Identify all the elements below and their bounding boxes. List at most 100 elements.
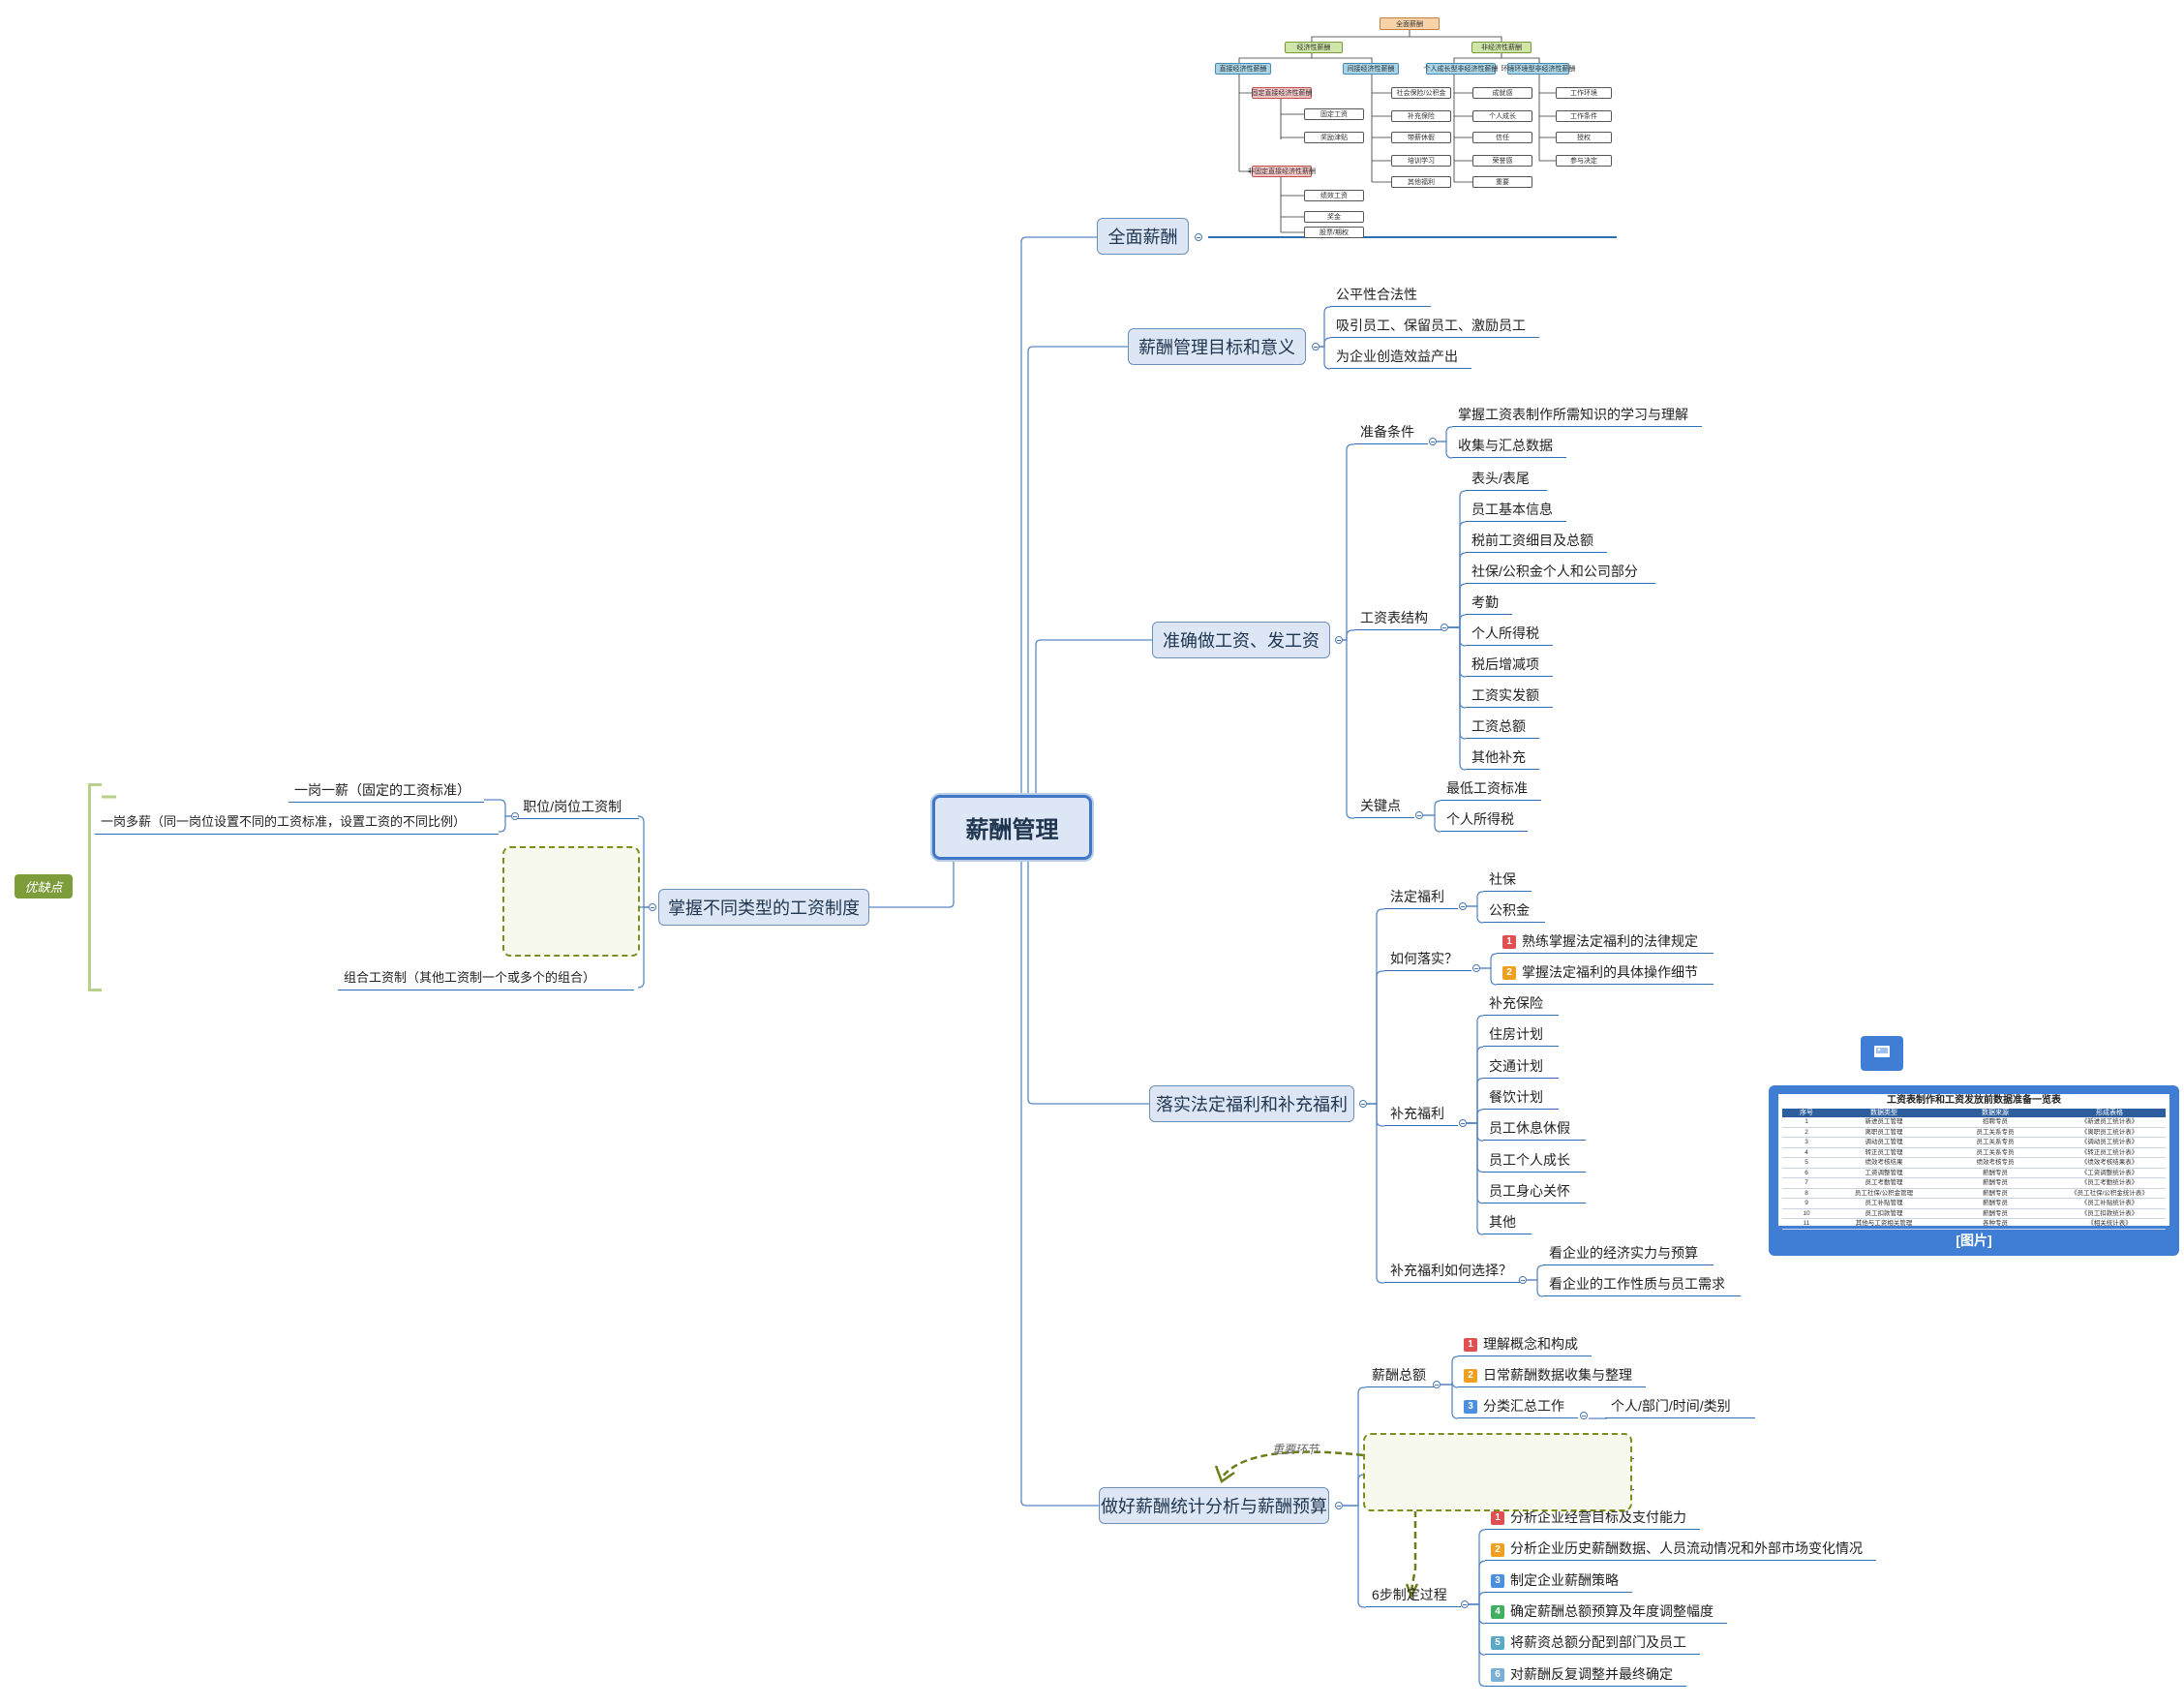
choose-item-0[interactable]: 看企业的经济实力与预算 xyxy=(1549,1245,1698,1261)
types-post-underline xyxy=(517,818,639,819)
org-direct-5: 奖金 xyxy=(1304,211,1364,223)
topic-goals-collapse-icon[interactable] xyxy=(1312,343,1320,350)
payroll-prep[interactable]: 准备条件 xyxy=(1360,424,1414,440)
structure-item-6[interactable]: 税后增减项 xyxy=(1471,656,1539,672)
supp-item-3[interactable]: 餐饮计划 xyxy=(1489,1088,1543,1105)
payroll-structure[interactable]: 工资表结构 xyxy=(1360,610,1428,625)
payroll-prep-underline xyxy=(1354,443,1428,444)
arrow-head-left xyxy=(1214,1465,1235,1483)
types-combo[interactable]: 组合工资制（其他工资制一个或多个的组合） xyxy=(344,970,596,985)
topic-welfare[interactable]: 落实法定福利和补充福利 xyxy=(1149,1085,1354,1122)
structure-item-8[interactable]: 工资总额 xyxy=(1471,718,1526,734)
key-item-1[interactable]: 个人所得税 xyxy=(1446,811,1514,827)
supp-item-2[interactable]: 交通计划 xyxy=(1489,1057,1543,1074)
structure-item-1[interactable]: 员工基本信息 xyxy=(1471,502,1553,517)
topic-total-collapse-icon[interactable] xyxy=(1195,233,1202,241)
payroll-key-collapse-icon[interactable] xyxy=(1415,811,1423,819)
attachment-cell: 其他与工资相关管理 xyxy=(1855,1220,1913,1227)
topic-stats-collapse-icon[interactable] xyxy=(1335,1502,1343,1509)
attachment-cell: 《绩效考核结果表》 xyxy=(2080,1159,2138,1166)
supp-item-0[interactable]: 补充保险 xyxy=(1489,995,1543,1011)
stats-steps-collapse-icon[interactable] xyxy=(1461,1600,1469,1608)
prep-item-1[interactable]: 收集与汇总数据 xyxy=(1458,438,1553,453)
supp-item-1[interactable]: 住房计划 xyxy=(1489,1026,1543,1043)
stats-total-collapse-icon[interactable] xyxy=(1433,1381,1441,1388)
topic-wage-types[interactable]: 掌握不同类型的工资制度 xyxy=(658,889,869,926)
structure-item-9[interactable]: 其他补充 xyxy=(1471,749,1526,765)
structure-item-7[interactable]: 工资实发额 xyxy=(1471,687,1539,703)
post-item-1[interactable]: 一岗多薪（同一岗位设置不同的工资标准，设置工资的不同比例） xyxy=(101,814,467,829)
topic-total-compensation[interactable]: 全面薪酬 xyxy=(1097,218,1189,255)
structure-item-4[interactable]: 考勤 xyxy=(1471,594,1499,610)
attachment-cell: 《员工补贴统计表》 xyxy=(2080,1200,2138,1206)
wage-types-group-box xyxy=(502,846,640,957)
supp-item-6[interactable]: 员工身心关怀 xyxy=(1489,1182,1570,1199)
supp-item-5[interactable]: 员工个人成长 xyxy=(1489,1151,1570,1168)
stats-steps[interactable]: 6步制定过程 xyxy=(1372,1587,1447,1602)
legal-item-0[interactable]: 社保 xyxy=(1489,871,1516,887)
key-item-0[interactable]: 最低工资标准 xyxy=(1446,780,1528,796)
topic-types-collapse-icon[interactable] xyxy=(649,903,656,911)
types-post-collapse-icon[interactable] xyxy=(511,812,519,820)
choose-item-1-underline xyxy=(1543,1295,1741,1296)
stats-total[interactable]: 薪酬总额 xyxy=(1372,1367,1426,1383)
total-item-2-collapse-icon[interactable] xyxy=(1580,1412,1588,1419)
structure-item-5[interactable]: 个人所得税 xyxy=(1471,625,1539,641)
image-icon[interactable] xyxy=(1861,1036,1903,1071)
total-sub[interactable]: 个人/部门/时间/类别 xyxy=(1611,1398,1731,1414)
pros-cons-tag[interactable]: 优缺点 xyxy=(15,874,73,899)
welfare-supp-collapse-icon[interactable] xyxy=(1459,1119,1467,1127)
welfare-legal[interactable]: 法定福利 xyxy=(1390,889,1444,904)
prep-item-0[interactable]: 掌握工资表制作所需知识的学习与理解 xyxy=(1458,407,1688,422)
budget-group-box xyxy=(1363,1433,1632,1511)
payroll-structure-collapse-icon[interactable] xyxy=(1441,624,1448,631)
welfare-how[interactable]: 如何落实？ xyxy=(1390,951,1458,966)
structure-item-0[interactable]: 表头/表尾 xyxy=(1471,471,1530,486)
attachment-cell: 《新进员工统计表》 xyxy=(2080,1118,2138,1125)
topic-payroll[interactable]: 准确做工资、发工资 xyxy=(1152,622,1330,658)
attachment-cell: 《转正员工统计表》 xyxy=(2080,1148,2138,1156)
central-topic[interactable]: 薪酬管理 xyxy=(932,795,1092,860)
attachment-cell: 员工补贴管理 xyxy=(1865,1200,1903,1206)
supp-item-4[interactable]: 员工休息休假 xyxy=(1489,1120,1570,1137)
legal-item-1[interactable]: 公积金 xyxy=(1489,902,1530,918)
topic-stats-budget[interactable]: 做好薪酬统计分析与薪酬预算 xyxy=(1099,1487,1329,1524)
attachment-cell: 薪酬专员 xyxy=(1983,1179,2008,1186)
structure-item-2[interactable]: 税前工资细目及总额 xyxy=(1471,533,1593,548)
goals-item-1[interactable]: 吸引员工、保留员工、激励员工 xyxy=(1336,318,1526,333)
welfare-supp[interactable]: 补充福利 xyxy=(1390,1106,1444,1121)
goals-item-0[interactable]: 公平性合法性 xyxy=(1336,287,1417,302)
structure-item-3[interactable]: 社保/公积金个人和公司部分 xyxy=(1471,564,1638,579)
welfare-choose[interactable]: 补充福利如何选择？ xyxy=(1390,1263,1512,1278)
choose-item-1[interactable]: 看企业的工作性质与员工需求 xyxy=(1549,1276,1725,1292)
welfare-choose-collapse-icon[interactable] xyxy=(1519,1276,1527,1284)
payroll-key[interactable]: 关键点 xyxy=(1360,798,1401,813)
steps-item-0-underline xyxy=(1485,1529,1700,1530)
goals-item-2[interactable]: 为企业创造效益产出 xyxy=(1336,349,1458,364)
attachment-cell: 《员工考勤统计表》 xyxy=(2080,1179,2138,1186)
welfare-how-collapse-icon[interactable] xyxy=(1472,964,1480,972)
supp-item-1-underline xyxy=(1483,1046,1559,1048)
supp-item-7[interactable]: 其他 xyxy=(1489,1214,1516,1231)
topic-payroll-collapse-icon[interactable] xyxy=(1335,636,1343,644)
types-post[interactable]: 职位/岗位工资制 xyxy=(523,799,622,814)
topic-welfare-collapse-icon[interactable] xyxy=(1359,1100,1367,1108)
topic-goals[interactable]: 薪酬管理目标和意义 xyxy=(1128,328,1306,365)
post-item-0[interactable]: 一岗一薪（固定的工资标准） xyxy=(294,782,470,798)
supp-item-0-underline xyxy=(1483,1015,1559,1016)
welfare-legal-collapse-icon[interactable] xyxy=(1459,902,1467,910)
payroll-prep-collapse-icon[interactable] xyxy=(1429,438,1437,445)
